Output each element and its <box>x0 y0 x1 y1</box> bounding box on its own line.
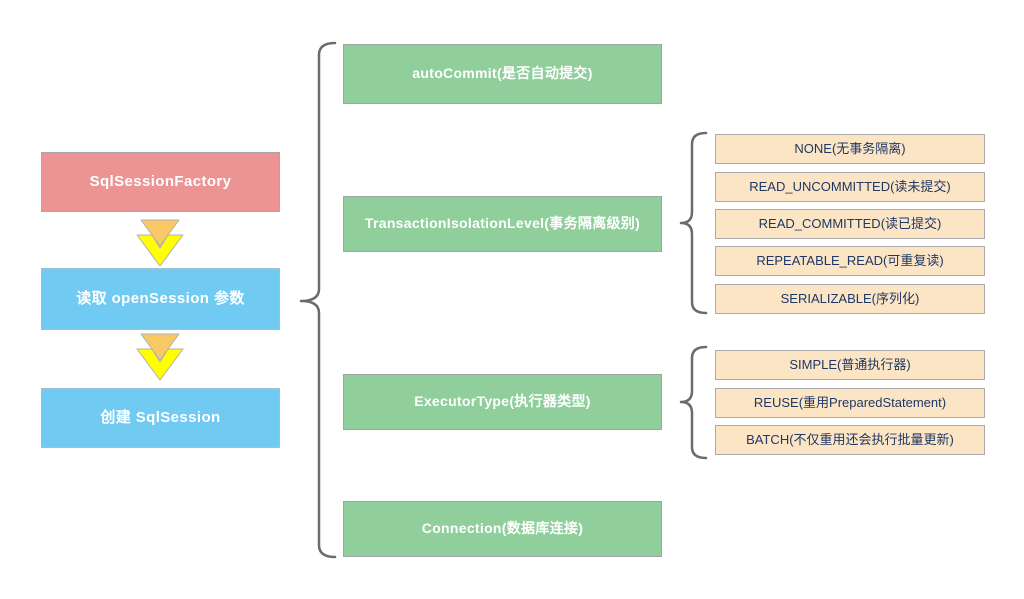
option-node-executor-simple: SIMPLE(普通执行器) <box>715 350 985 380</box>
option-node-isolation-read-committed: READ_COMMITTED(读已提交) <box>715 209 985 239</box>
arrow-amber-triangle <box>140 333 180 361</box>
flow-node-sqlsessionfactory: SqlSessionFactory <box>41 152 280 212</box>
option-node-isolation-repeatable-read: REPEATABLE_READ(可重复读) <box>715 246 985 276</box>
flow-node-create-sqlsession: 创建 SqlSession <box>41 388 280 448</box>
option-node-executor-reuse: REUSE(重用PreparedStatement) <box>715 388 985 418</box>
down-arrow-icon <box>136 219 184 267</box>
option-node-isolation-read-uncommitted: READ_UNCOMMITTED(读未提交) <box>715 172 985 202</box>
curly-brace-params <box>299 41 337 559</box>
curly-brace-executor-options <box>679 345 708 460</box>
arrow-yellow-chevron <box>136 348 184 381</box>
param-node-connection: Connection(数据库连接) <box>343 501 662 557</box>
option-node-isolation-serializable: SERIALIZABLE(序列化) <box>715 284 985 314</box>
param-node-executor-type: ExecutorType(执行器类型) <box>343 374 662 430</box>
down-arrow-icon <box>136 333 184 381</box>
param-node-isolation-level: TransactionIsolationLevel(事务隔离级别) <box>343 196 662 252</box>
arrow-amber-triangle <box>140 219 180 247</box>
flow-node-read-opensession-params: 读取 openSession 参数 <box>41 268 280 330</box>
option-node-executor-batch: BATCH(不仅重用还会执行批量更新) <box>715 425 985 455</box>
option-node-isolation-none: NONE(无事务隔离) <box>715 134 985 164</box>
arrow-yellow-chevron <box>136 234 184 267</box>
curly-brace-isolation-options <box>679 131 708 315</box>
param-node-autocommit: autoCommit(是否自动提交) <box>343 44 662 104</box>
